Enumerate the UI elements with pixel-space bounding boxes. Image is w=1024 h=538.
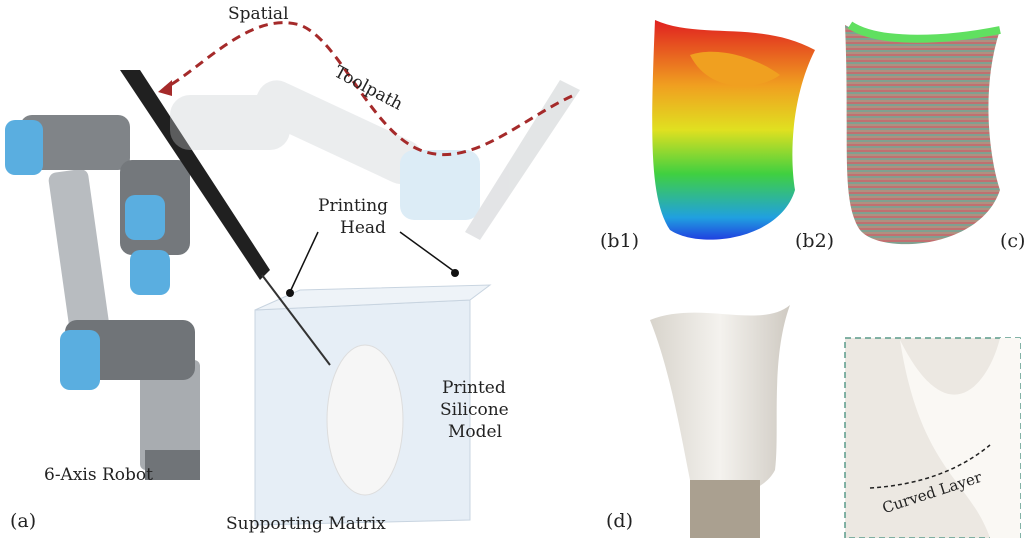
robot-arm	[5, 70, 331, 480]
printed-silicone-photo	[650, 305, 790, 497]
arrowhead-icon	[158, 80, 172, 96]
panel-a-label: (a)	[10, 510, 37, 532]
b1-heatmap-model	[652, 20, 815, 240]
supporting-matrix-box	[254, 284, 492, 526]
printing-label: Printing	[318, 196, 389, 216]
b2-layered-model	[845, 25, 1000, 245]
panel-c-label: (c)	[1000, 230, 1024, 252]
matrix-label: Supporting Matrix	[226, 514, 386, 534]
panel-b2-label: (b2)	[795, 230, 835, 252]
head-label: Head	[340, 218, 386, 238]
toolpath-arrow	[164, 21, 573, 157]
printed-label: Printed	[442, 378, 506, 398]
model-label: Model	[448, 422, 503, 442]
spatial-label: Spatial	[228, 4, 289, 24]
robot-label: 6-Axis Robot	[44, 465, 153, 485]
panel-b1-label: (b1)	[600, 230, 640, 252]
panel-d-label: (d)	[606, 510, 633, 532]
printed-silicone-model	[326, 344, 404, 496]
ghost-robot-arm	[170, 80, 580, 240]
silicone-label: Silicone	[440, 400, 509, 420]
